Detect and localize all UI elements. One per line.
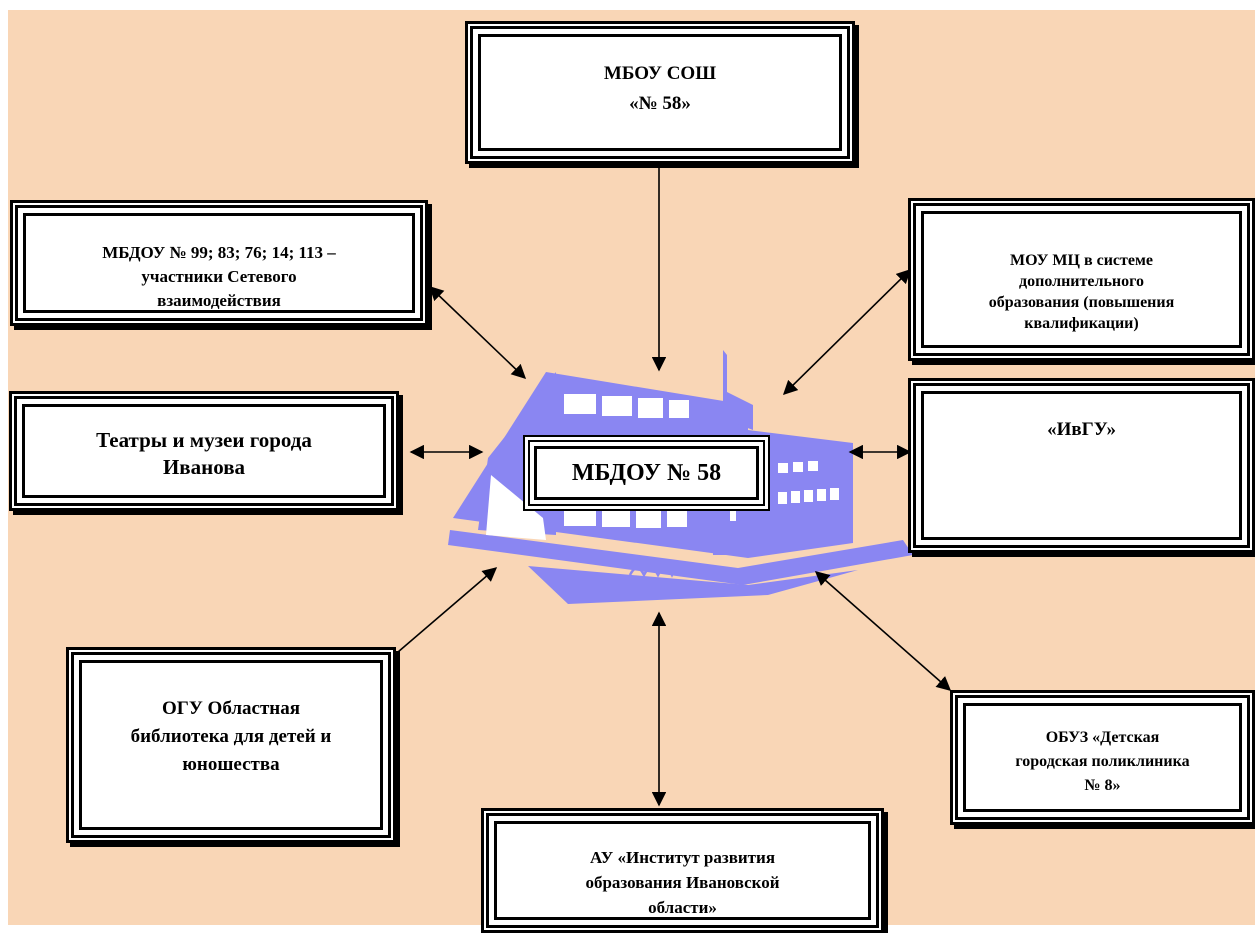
node-institute-line-3: области»	[648, 898, 717, 917]
node-network-line-2: участники Сетевого	[141, 267, 297, 286]
school-building-icon	[448, 350, 913, 604]
connector-library	[397, 567, 498, 653]
diagram-canvas: МБОУ СОШ «№ 58» МБДОУ № 99; 83; 76; 14; …	[8, 10, 1255, 933]
node-library-line-1: ОГУ Областная	[161, 698, 301, 719]
node-theatres-line-1: Театры и музеи города	[96, 428, 312, 452]
node-school-line-1: МБОУ СОШ	[603, 63, 717, 84]
node-polyclinic-line-2: городская поликлиника	[1015, 753, 1190, 770]
node-theatres: Театры и музеи города Иванова	[9, 391, 399, 511]
node-mou-line-2: дополнительного	[1019, 273, 1144, 290]
node-network-line-1: МБДОУ № 99; 83; 76; 14; 113 –	[102, 243, 336, 262]
node-mou: МОУ МЦ в системе дополнительного образов…	[908, 198, 1255, 361]
node-network: МБДОУ № 99; 83; 76; 14; 113 – участники …	[10, 200, 428, 326]
node-institute: АУ «Институт развития образования Иванов…	[481, 808, 884, 933]
node-center-label: МБДОУ № 58	[571, 459, 722, 486]
connectors	[397, 165, 952, 807]
node-school: МБОУ СОШ «№ 58»	[465, 21, 855, 164]
node-school-line-2: «№ 58»	[629, 93, 691, 114]
connectors-layer	[397, 165, 952, 807]
node-network-line-3: взаимодействия	[157, 291, 281, 310]
node-theatres-line-2: Иванова	[162, 455, 246, 479]
node-institute-line-1: АУ «Институт развития	[589, 848, 776, 867]
connector-network	[428, 286, 527, 379]
connector-polyclinic	[814, 571, 952, 691]
node-polyclinic-line-1: ОБУЗ «Детская	[1045, 729, 1160, 746]
node-library-line-2: библиотека для детей и	[130, 726, 332, 747]
node-mou-line-1: МОУ МЦ в системе	[1010, 252, 1153, 269]
connector-mou	[782, 268, 912, 396]
node-polyclinic-line-3: № 8»	[1084, 777, 1121, 794]
node-institute-line-2: образования Ивановской	[585, 873, 780, 892]
node-center: МБДОУ № 58	[523, 435, 770, 511]
node-ivgu: «ИвГУ»	[908, 378, 1255, 553]
node-ivgu-line-1: «ИвГУ»	[1047, 419, 1116, 440]
node-library-line-3: юношества	[182, 754, 280, 775]
node-library: ОГУ Областная библиотека для детей и юно…	[66, 647, 396, 843]
node-mou-line-3: образования (повышения	[988, 294, 1175, 311]
node-polyclinic: ОБУЗ «Детская городская поликлиника № 8»	[950, 690, 1255, 825]
node-mou-line-4: квалификации)	[1024, 315, 1139, 332]
